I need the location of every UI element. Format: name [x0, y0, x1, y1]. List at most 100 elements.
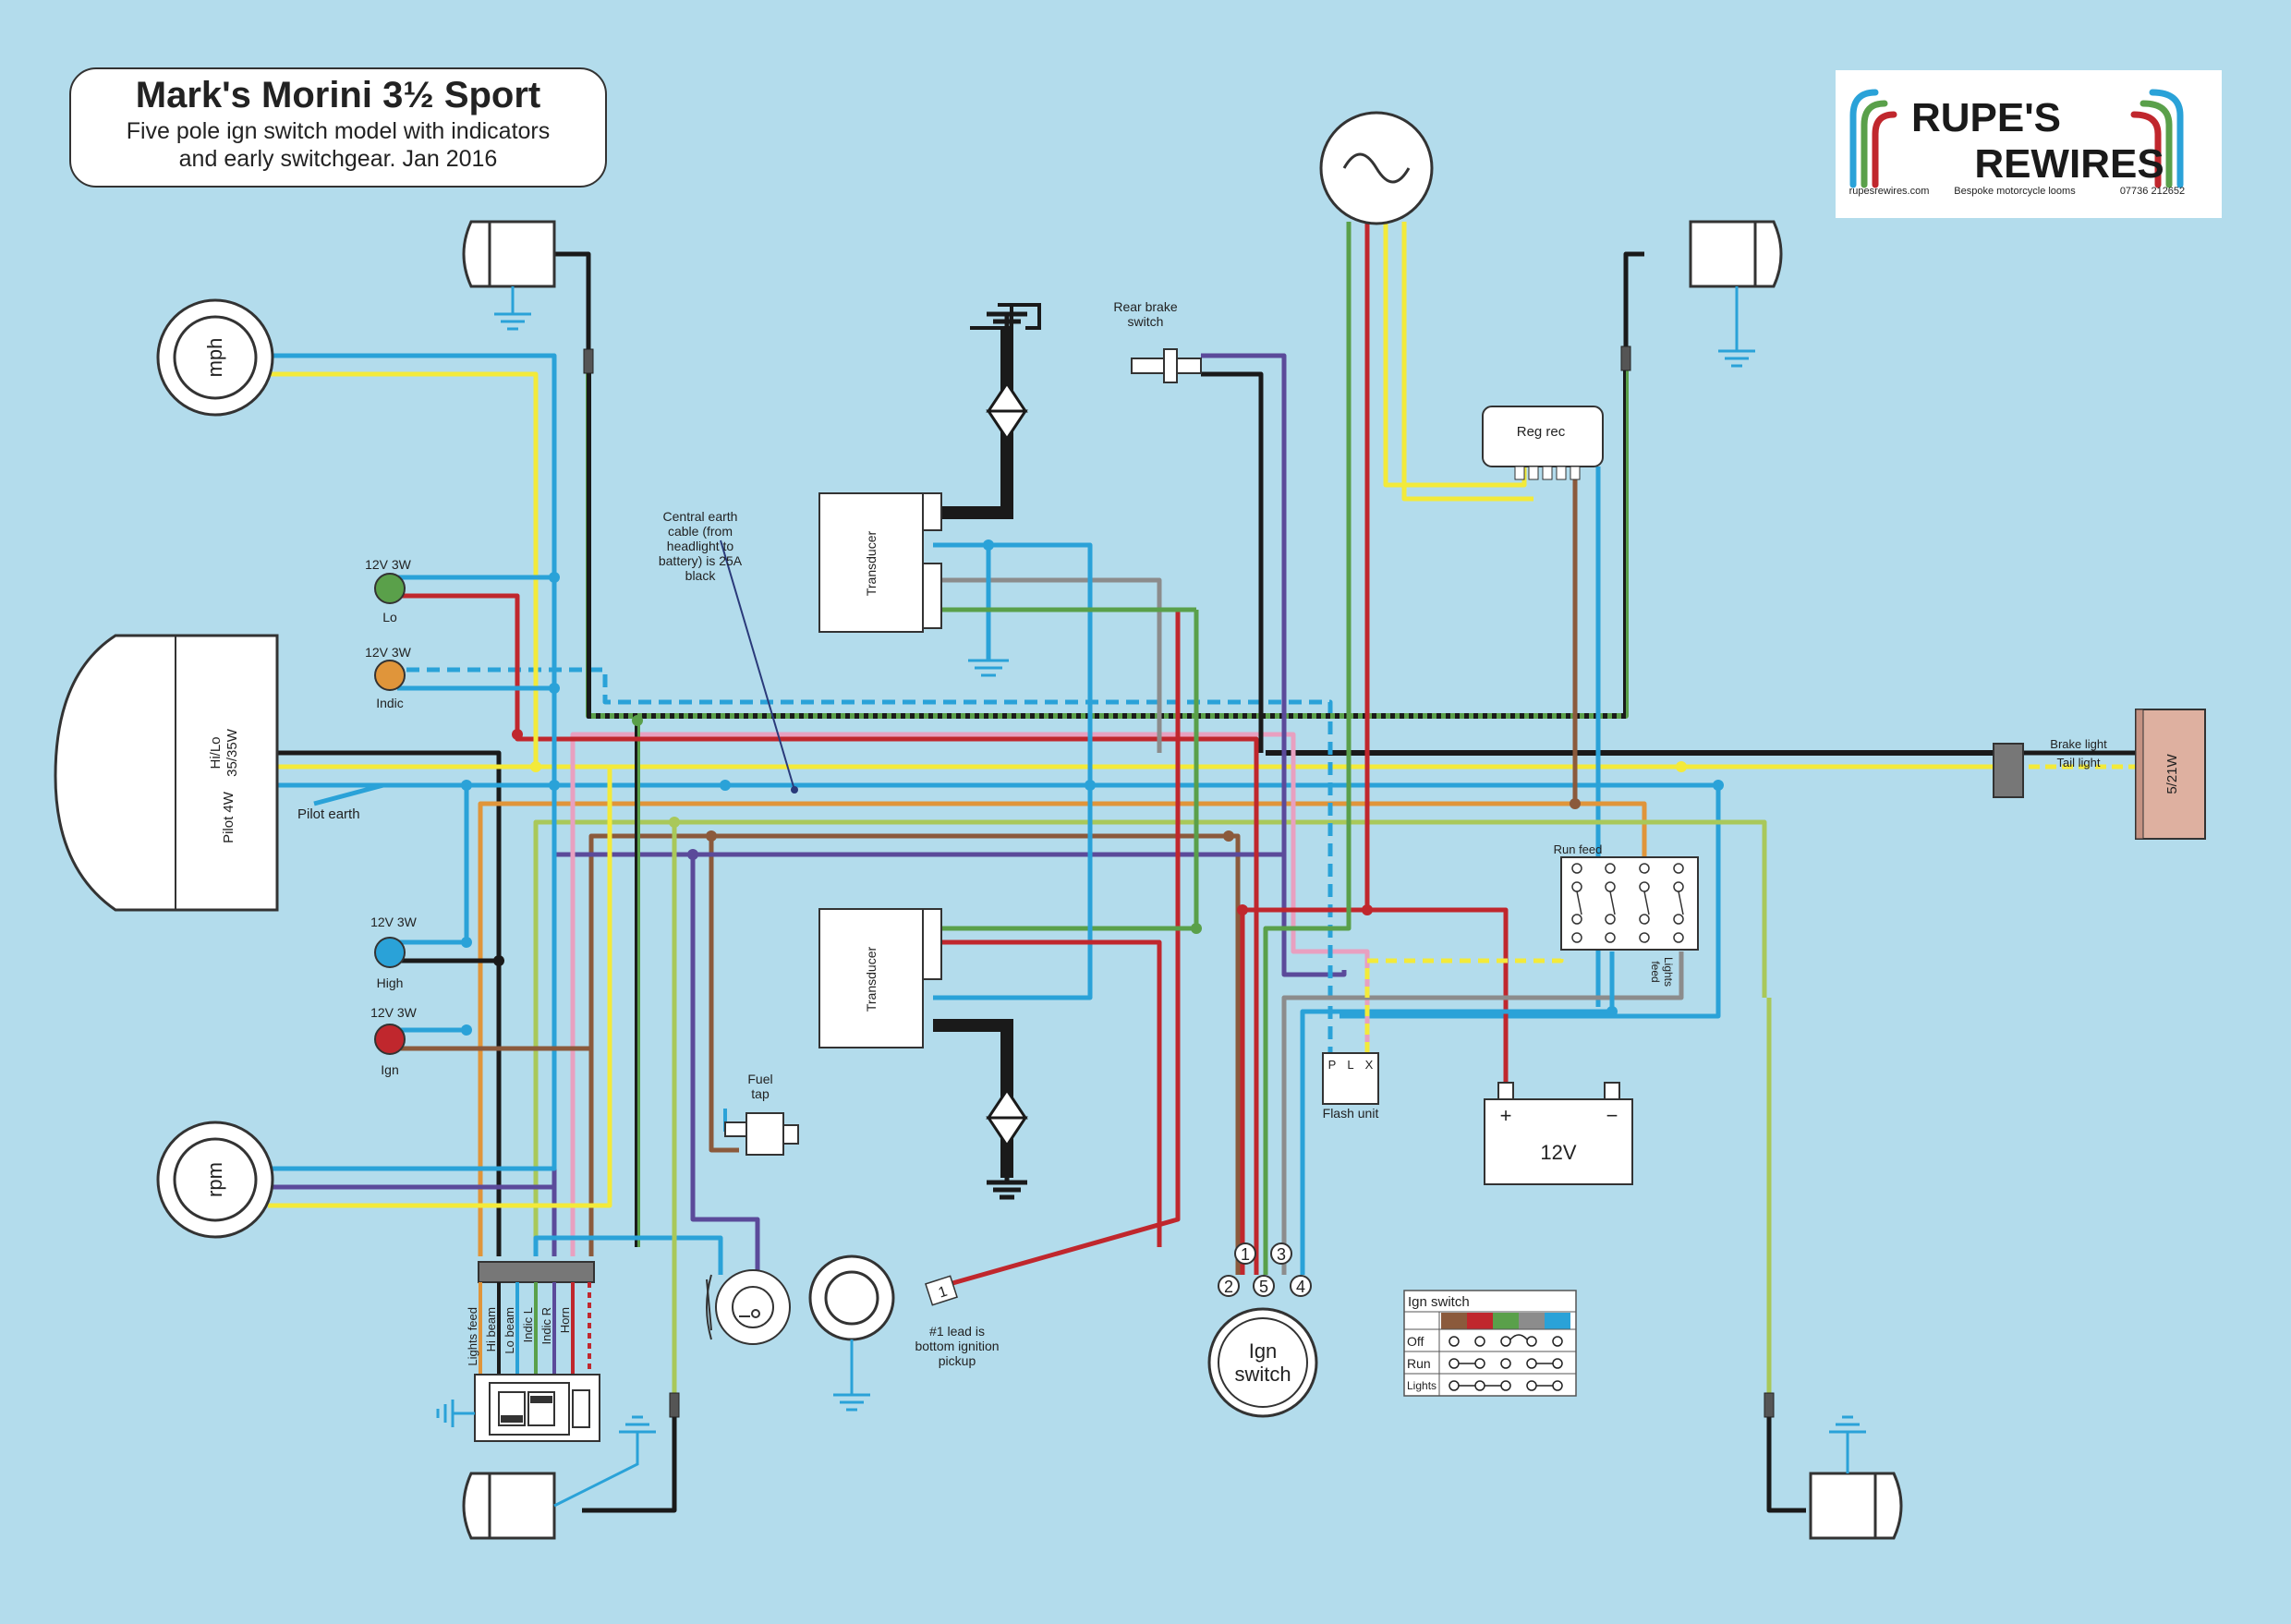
central-earth-1: Central earth [663, 509, 738, 524]
wire-blue-dashed-indic [406, 667, 1333, 1053]
horn [706, 1269, 791, 1345]
wire-grey-main [1281, 951, 1684, 1275]
indicator-front-left [462, 220, 556, 331]
wire-horn-blue [533, 1235, 723, 1275]
warning-light-high: 12V 3W High [370, 915, 418, 990]
central-earth-2: cable (from [668, 524, 733, 539]
headlight-hilo: Hi/Lo [208, 736, 224, 769]
alternator [1319, 111, 1434, 225]
sw-indic-r: Indic R [539, 1307, 553, 1344]
wire-brown [588, 833, 739, 1256]
ign-switch-label2: switch [1234, 1363, 1291, 1386]
lights-feed-label2: feed [1649, 961, 1662, 982]
ign-col-green [1493, 1313, 1519, 1329]
ign-col-blue [1545, 1313, 1570, 1329]
wire-blue-ign [1300, 951, 1615, 1275]
wire-mph-blue [176, 353, 557, 1171]
wire-brown2 [711, 833, 1241, 1275]
svg-text:3: 3 [1277, 1245, 1286, 1264]
wire-blue-main [111, 782, 1721, 1019]
headlight-watt: 35/35W [224, 728, 240, 777]
battery-pos: + [1500, 1104, 1512, 1127]
inline-connectors [583, 345, 1775, 1418]
warning-light-lo: 12V 3W Lo [365, 557, 412, 624]
central-earth-3: headlight to [667, 539, 734, 553]
central-earth-note: Central earth cable (from headlight to b… [659, 509, 743, 583]
sw-hi-beam: Hi beam [484, 1307, 498, 1351]
run-feed-label: Run feed [1554, 842, 1603, 856]
ign-col-grey [1519, 1313, 1545, 1329]
flash-label: Flash unit [1323, 1106, 1379, 1121]
indicator-rear-left [462, 1415, 656, 1540]
wire-ind-front-right [1623, 251, 1644, 370]
indicator-rear-right [1809, 1415, 1903, 1540]
ign-terminal-3: 3 [1270, 1242, 1292, 1265]
wire-green-black-dashed [586, 365, 1629, 719]
wire-orange [478, 801, 1647, 1256]
indic-watt: 12V 3W [365, 645, 412, 660]
battery-voltage: 12V [1540, 1141, 1576, 1164]
ign-terminal-1: 1 [1234, 1242, 1256, 1265]
wire-red-trans2 [933, 939, 1162, 1247]
tail-watt-label: 5/21W [2164, 753, 2180, 794]
wire-junctions [461, 539, 1724, 1036]
svg-text:2: 2 [1224, 1278, 1233, 1296]
wire-purple2 [693, 852, 1347, 977]
sw-horn: Horn [558, 1307, 572, 1333]
wire-purple [552, 852, 760, 1275]
wire-rpm-yellow [268, 767, 612, 1208]
left-switchgear: Lights feed Hi beam Lo beam Indic L Indi… [436, 1261, 600, 1442]
sw-lights-feed: Lights feed [466, 1307, 479, 1366]
battery: + − 12V [1484, 1082, 1633, 1185]
wire-ind-front-left [554, 251, 591, 365]
svg-text:5: 5 [1259, 1278, 1268, 1296]
ign-watt: 12V 3W [370, 1005, 418, 1020]
warning-light-indic: 12V 3W Indic [365, 645, 412, 710]
wire-yellow-gen2 [1401, 222, 1533, 502]
wire-pilot-earth [313, 782, 384, 806]
fuse-box: Run feed Lights feed [1554, 842, 1699, 987]
ignition-switch: Ign switch [1207, 1307, 1318, 1418]
lo-label: Lo [382, 610, 397, 624]
logo-tagline: Bespoke motorcycle looms [1954, 186, 2076, 197]
wire-grey-trans [933, 577, 1162, 753]
lights-feed-label1: Lights [1662, 957, 1675, 987]
ign-switch-label1: Ign [1249, 1339, 1278, 1363]
pilot-label: Pilot 4W [221, 791, 236, 843]
sw-lo-beam: Lo beam [503, 1307, 516, 1354]
wire-yellow-dashed-lights [1364, 951, 1564, 1053]
lo-watt: 12V 3W [365, 557, 412, 572]
flash-x: X [1365, 1058, 1374, 1072]
wire-blue-trans1 [933, 542, 1093, 1000]
pilot-earth-label: Pilot earth [297, 806, 360, 822]
headlight: Hi/Lo 35/35W Pilot 4W [54, 634, 279, 912]
ign-row-off: Off [1407, 1334, 1424, 1349]
lead-note-1: #1 lead is [929, 1324, 985, 1339]
wire-green-gen [1263, 222, 1352, 1275]
logo-website: rupesrewires.com [1849, 186, 1930, 197]
tachometer: rpm [156, 1121, 274, 1239]
ign-terminal-4: 4 [1290, 1275, 1312, 1297]
ign-terminal-2: 2 [1218, 1275, 1240, 1297]
indicator-front-right [1689, 220, 1783, 368]
battery-neg: − [1606, 1104, 1618, 1127]
tail-light: Brake light Tail light 5/21W [1993, 709, 2206, 840]
rear-brake-label2: switch [1128, 314, 1164, 329]
ign-row-lights: Lights [1407, 1379, 1436, 1392]
wire-red-coil [932, 610, 1181, 1291]
flash-p: P [1328, 1058, 1337, 1072]
transducer-1: Transducer [818, 303, 1041, 677]
wire-lightgreen [533, 819, 1767, 1256]
ign-col-red [1467, 1313, 1493, 1329]
wire-earth-note [720, 539, 795, 791]
title-line2: and early switchgear. Jan 2016 [179, 146, 498, 172]
ign-switch-table: Ign switch Off Run Lights [1403, 1290, 1577, 1397]
ignition-coil: 1 #1 lead is bottom ignition pickup [808, 1254, 1000, 1412]
sw-indic-l: Indic L [521, 1307, 535, 1342]
fuel-label2: tap [751, 1086, 770, 1101]
flash-l: L [1347, 1058, 1353, 1072]
ign-row-run: Run [1407, 1356, 1431, 1371]
warning-light-ign: 12V 3W Ign [370, 1005, 418, 1077]
wire-ind-rear-right [1766, 1404, 1806, 1513]
